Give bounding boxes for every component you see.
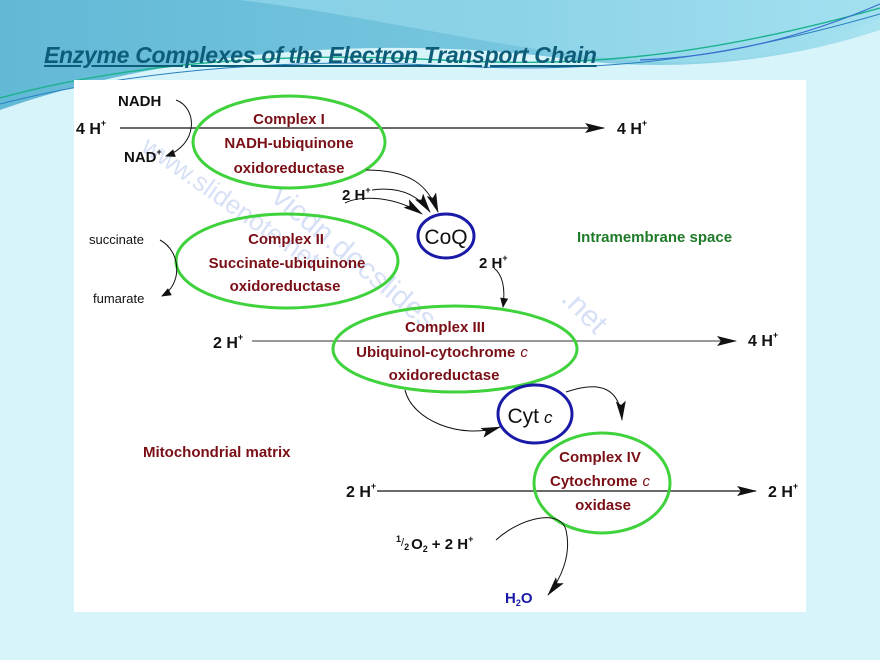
complex-iii-ellipse[interactable] <box>331 304 579 394</box>
complex-ii-to-coq-arrow <box>344 197 423 215</box>
complex-ii-enzyme: Succinate-ubiquinone <box>209 255 366 272</box>
nad-label: NAD+ <box>124 147 162 166</box>
proton-complex-iv-in: 2 H+ <box>346 481 376 501</box>
diagram-panel <box>74 80 806 612</box>
svg-text:1/2O2+ 2 H+: 1/2O2+ 2 H+ <box>396 534 473 554</box>
proton-complex-iii-in: 2 H+ <box>213 332 243 352</box>
coq-ellipse[interactable] <box>416 212 476 260</box>
mitochondrial-matrix-label: Mitochondrial matrix <box>143 444 291 461</box>
complex-i-ellipse[interactable] <box>191 94 387 190</box>
complex-ii-name: Complex II <box>248 231 324 248</box>
proton-complex-i-out: 4 H+ <box>617 118 647 138</box>
oxygen-to-water-arrow <box>495 517 569 596</box>
proton-complex-iii-out: 4 H+ <box>748 330 778 350</box>
complex-iv-ellipse[interactable] <box>532 431 672 535</box>
complex-ii-type: oxidoreductase <box>230 278 341 295</box>
complex-i-type: oxidoreductase <box>234 160 345 177</box>
fumarate-label: fumarate <box>93 291 144 306</box>
nadh-label: NADH <box>118 93 161 110</box>
complex-iv-type: oxidase <box>575 497 631 514</box>
nadh-to-nad-arrow <box>165 99 192 157</box>
complex-iii-type: oxidoreductase <box>389 367 500 384</box>
complex-i-name: Complex I <box>253 111 325 128</box>
complex-i-enzyme: NADH-ubiquinone <box>224 135 353 152</box>
proton-complex-i-in: 4 H+ <box>76 118 106 138</box>
water-label: H2O <box>505 590 533 608</box>
succinate-to-fumarate-arrow <box>159 239 178 297</box>
complex-ii[interactable]: Complex II Succinate-ubiquinone oxidored… <box>209 231 366 295</box>
cyt-c-ellipse[interactable] <box>496 383 574 445</box>
slide-title: Enzyme Complexes of the Electron Transpo… <box>44 42 597 68</box>
complex-i[interactable]: Complex I NADH-ubiquinone oxidoreductase <box>224 111 353 177</box>
complex-iii-name: Complex III <box>405 319 485 336</box>
svg-text:.net: .net <box>555 282 614 341</box>
coq-to-complex-iii-arrow <box>493 267 509 308</box>
coq-label: CoQ <box>424 226 467 249</box>
complex-iii-to-cyt-c-arrow <box>404 389 501 438</box>
cyt-c-to-complex-iv-arrow <box>565 386 626 421</box>
proton-complex-i-to-coq: 2 H+ <box>342 185 371 204</box>
proton-complex-iv-out: 2 H+ <box>768 481 798 501</box>
proton-to-coq-arrow <box>371 188 431 213</box>
complex-iv-name: Complex IV <box>559 449 641 466</box>
intermembrane-space-label: Intramembrane space <box>577 229 732 246</box>
complex-i-to-coq-arrow <box>365 169 439 213</box>
succinate-label: succinate <box>89 232 144 247</box>
proton-coq-to-complex-iii: 2 H+ <box>479 253 508 272</box>
